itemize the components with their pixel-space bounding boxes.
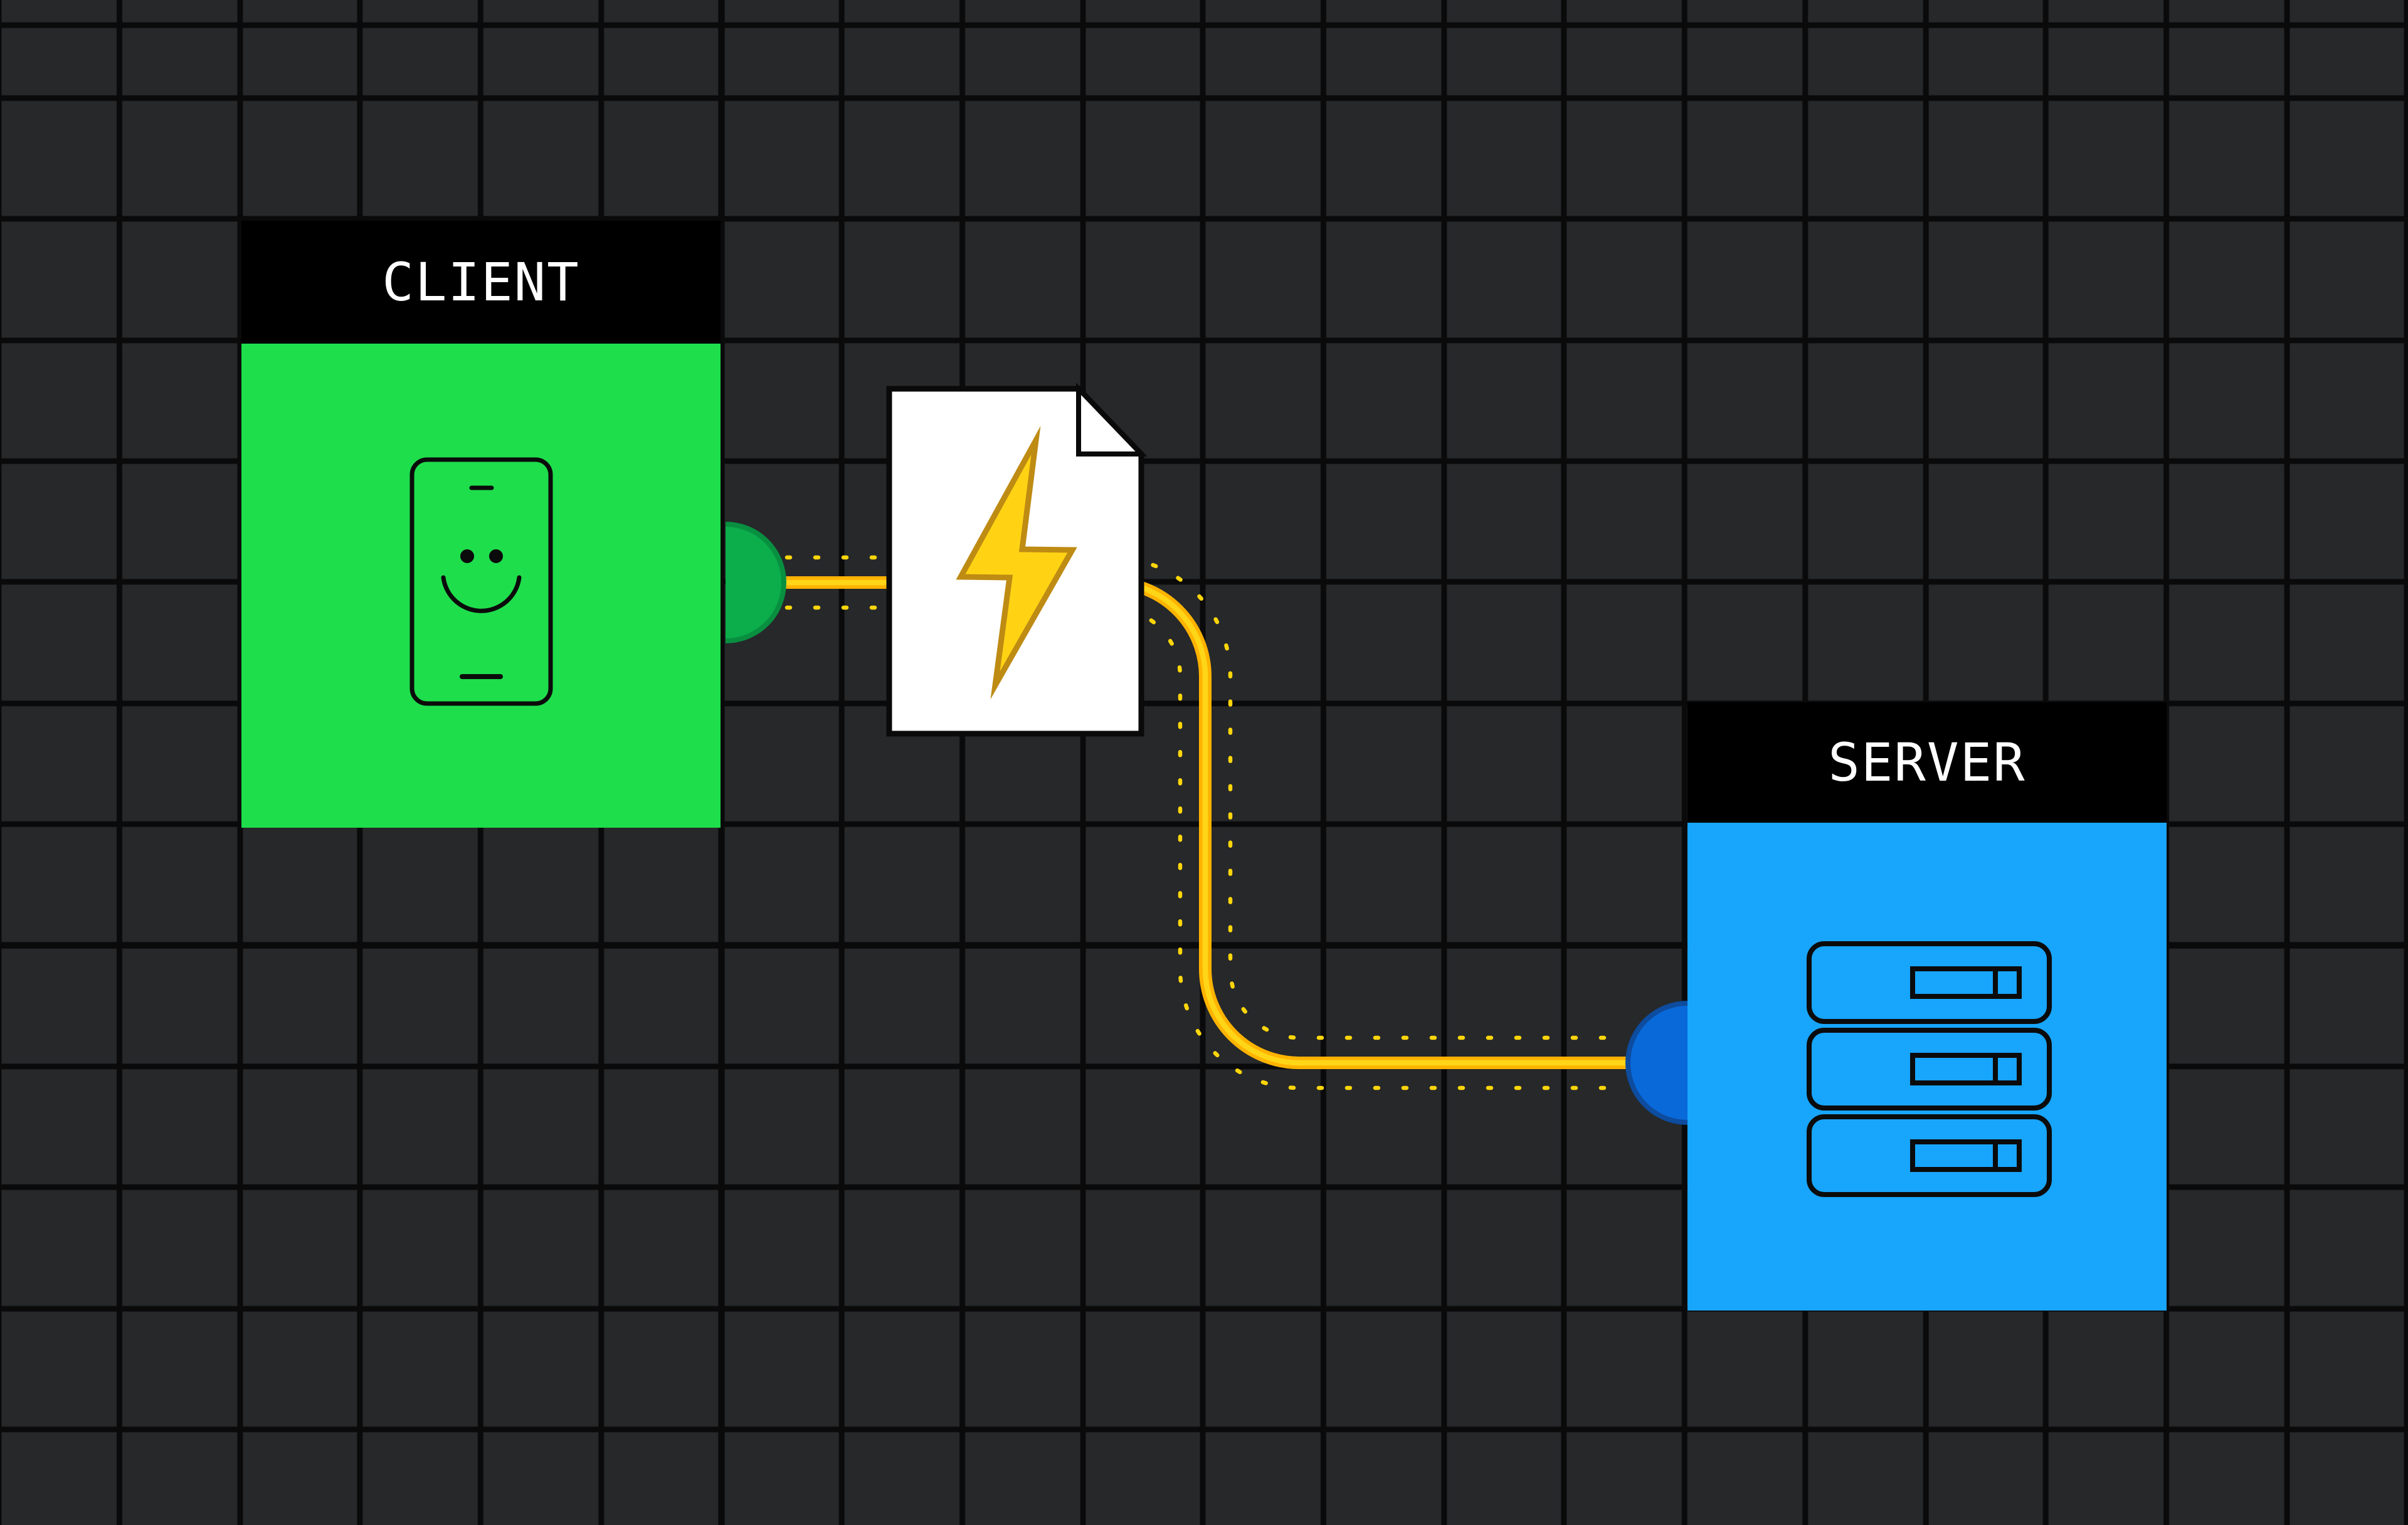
connection-line-core: [778, 579, 1630, 1066]
smartphone-smiley-icon: [409, 457, 553, 706]
connection-dotted-outline-bottom: [784, 605, 1628, 1090]
client-box: [241, 344, 721, 828]
server-rack-icon: [1807, 941, 2052, 1197]
server-label-text: SERVER: [1828, 732, 2026, 793]
document-folded-corner: [1076, 383, 1148, 456]
server-box: [1687, 823, 2167, 1311]
client-label: CLIENT: [241, 221, 721, 344]
connection-dotted-outline-top: [784, 555, 1628, 1040]
lightning-bolt-icon: [956, 426, 1077, 700]
server-port: [1625, 1001, 1688, 1125]
lightning-document-icon: [886, 383, 1148, 737]
client-label-text: CLIENT: [382, 251, 580, 313]
server-label: SERVER: [1687, 702, 2167, 823]
client-port: [725, 522, 786, 643]
